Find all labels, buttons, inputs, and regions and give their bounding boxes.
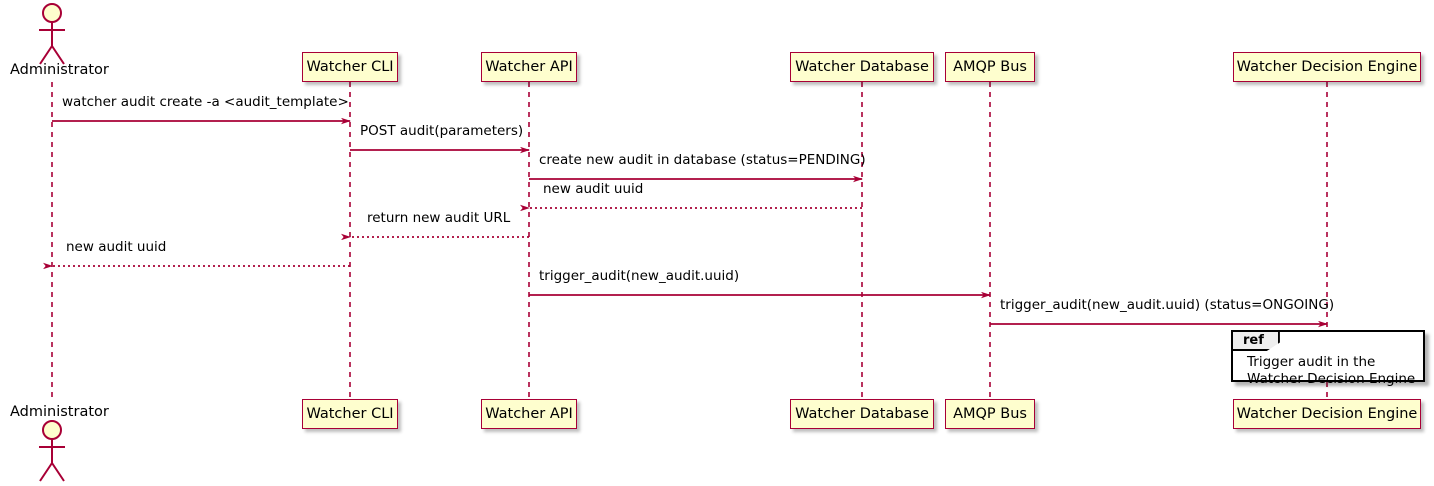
ref-fragment-tag: ref [1233, 332, 1280, 351]
message-return-new-audit-url-label: return new audit URL [367, 210, 511, 226]
message-watcher-audit-create-label: watcher audit create -a <audit_template> [62, 94, 349, 110]
lifelines-group [51, 82, 1328, 399]
message-create-new-audit-label: create new audit in database (status=PEN… [539, 152, 866, 168]
ref-fragment-body: Trigger audit in the Watcher Decision En… [1233, 354, 1423, 387]
message-new-audit-uuid-admin-label: new audit uuid [66, 239, 167, 255]
actor-figure-administrator-bottom [39, 420, 65, 482]
participant-watcher-database-footer[interactable]: Watcher Database [790, 399, 934, 429]
actor-figure-administrator-top [39, 3, 65, 65]
participant-watcher-decision-engine-header[interactable]: Watcher Decision Engine [1233, 52, 1421, 82]
message-trigger-audit-engine-label: trigger_audit(new_audit.uuid) (status=ON… [1000, 297, 1335, 313]
message-trigger-audit-bus-label: trigger_audit(new_audit.uuid) [539, 268, 740, 284]
participant-watcher-database-header[interactable]: Watcher Database [790, 52, 934, 82]
message-new-audit-uuid-db-label: new audit uuid [543, 181, 644, 197]
participant-amqp-bus-header[interactable]: AMQP Bus [945, 52, 1035, 82]
ref-fragment-line-1: Trigger audit in the [1247, 354, 1376, 370]
participant-watcher-api-footer[interactable]: Watcher API [481, 399, 577, 429]
participant-watcher-decision-engine-footer[interactable]: Watcher Decision Engine [1233, 399, 1421, 429]
participant-amqp-bus-footer[interactable]: AMQP Bus [945, 399, 1035, 429]
actor-shapes-group [39, 3, 65, 482]
ref-fragment: ref Trigger audit in the Watcher Decisio… [1231, 330, 1425, 387]
message-arrows-group [43, 117, 1328, 328]
participant-watcher-cli-footer[interactable]: Watcher CLI [302, 399, 398, 429]
message-post-audit-label: POST audit(parameters) [360, 123, 524, 139]
participant-watcher-cli-header[interactable]: Watcher CLI [302, 52, 398, 82]
ref-fragment-line-2: Watcher Decision Engine [1247, 370, 1416, 387]
actor-label-administrator-top: Administrator [10, 62, 109, 78]
actor-label-administrator-bottom: Administrator [10, 404, 109, 420]
participant-watcher-api-header[interactable]: Watcher API [481, 52, 577, 82]
